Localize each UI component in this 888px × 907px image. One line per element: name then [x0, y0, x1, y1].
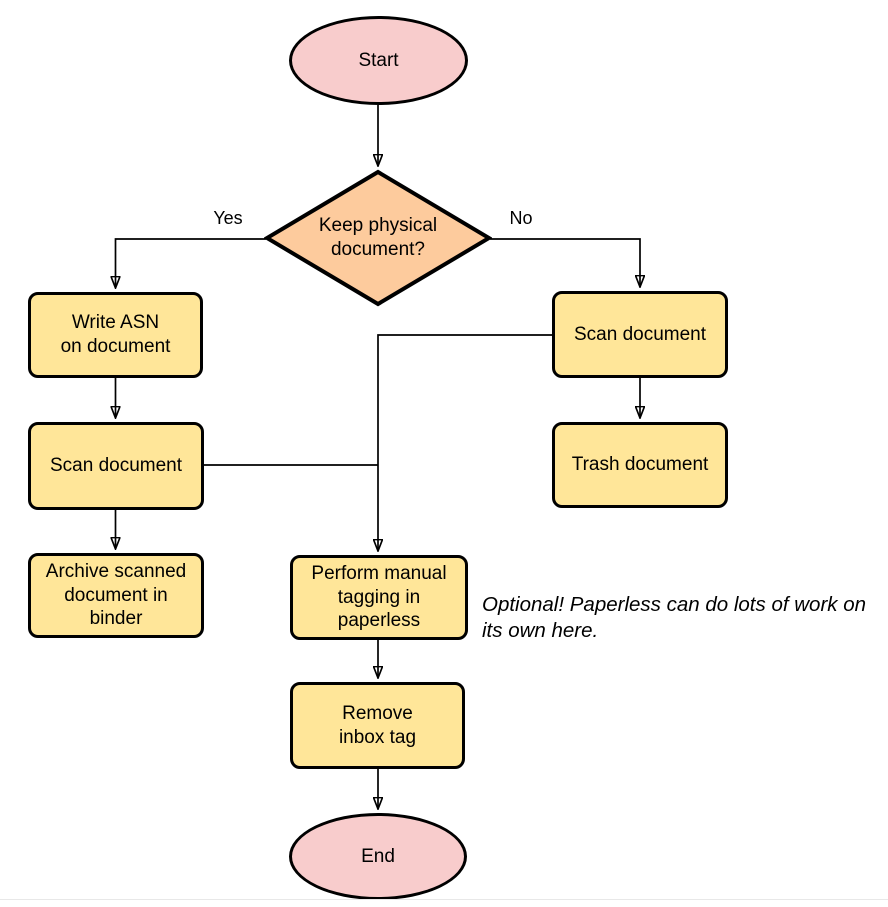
- manual-tagging-label: Perform manual tagging in paperless: [311, 562, 447, 632]
- scan-document-left-label: Scan document: [49, 455, 183, 477]
- node-start-terminal: Start: [289, 16, 468, 105]
- node-scan-document-right: Scan document: [552, 291, 728, 378]
- edge-decision-no-to-scan-right: [490, 238, 640, 287]
- node-write-asn: Write ASN on document: [28, 292, 203, 378]
- decision-label: Keep physical document?: [318, 215, 438, 260]
- archive-in-binder-label: Archive scanned document in binder: [45, 560, 187, 630]
- edge-label-yes: Yes: [202, 208, 254, 229]
- page-divider-line: [0, 899, 888, 900]
- start-label: Start: [358, 49, 399, 71]
- optional-note: Optional! Paperless can do lots of work …: [482, 593, 867, 642]
- trash-document-label: Trash document: [571, 454, 709, 476]
- node-archive-in-binder: Archive scanned document in binder: [28, 553, 204, 638]
- write-asn-label: Write ASN on document: [60, 312, 171, 357]
- node-manual-tagging: Perform manual tagging in paperless: [290, 555, 468, 640]
- edge-scan-right-to-tagging: [378, 334, 552, 551]
- edge-label-no: No: [496, 208, 546, 229]
- node-trash-document: Trash document: [552, 422, 728, 508]
- edge-decision-yes-to-write-asn: [116, 238, 266, 288]
- remove-inbox-tag-label: Remove inbox tag: [338, 702, 417, 748]
- node-scan-document-left: Scan document: [28, 422, 204, 510]
- diamond-shape: [264, 169, 492, 307]
- end-label: End: [361, 845, 395, 867]
- node-remove-inbox-tag: Remove inbox tag: [290, 682, 465, 769]
- node-end-terminal: End: [289, 813, 467, 900]
- scan-document-right-label: Scan document: [573, 323, 707, 345]
- node-decision-keep-physical: Keep physical document?: [264, 169, 492, 307]
